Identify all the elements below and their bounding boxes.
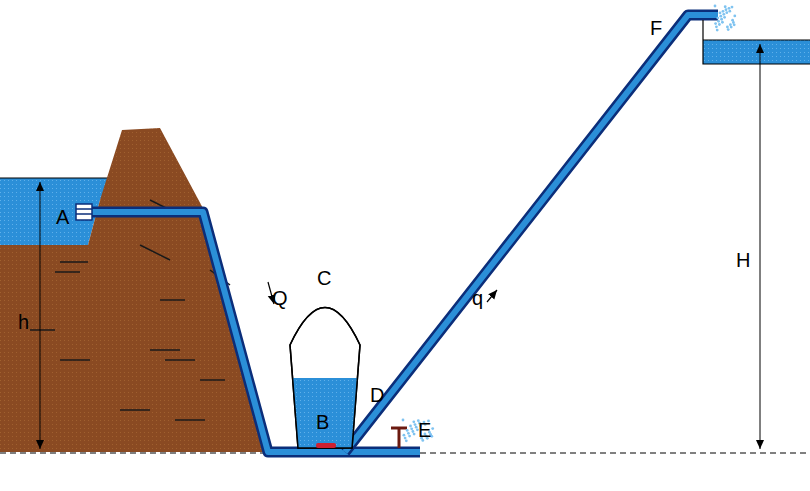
dimension-label: h	[18, 312, 29, 332]
part-letter: A	[56, 207, 69, 227]
dimension-line	[40, 182, 41, 449]
flow-label: Q	[272, 288, 288, 308]
air-chamber	[290, 308, 360, 449]
dimension-label: H	[736, 250, 750, 270]
part-letter: C	[317, 268, 331, 288]
part-letter: D	[370, 385, 384, 405]
delivery-valve	[316, 443, 336, 448]
upper-tank-water	[703, 40, 810, 64]
part-letter: F	[650, 18, 662, 38]
part-letter: B	[316, 412, 329, 432]
delivery-pipe	[345, 15, 718, 452]
flow-label: q	[472, 288, 483, 308]
part-letter: E	[418, 420, 431, 440]
waste-valve	[398, 428, 401, 448]
strainer	[76, 204, 92, 220]
dimension-line	[760, 44, 761, 449]
earth-dam	[0, 128, 272, 452]
